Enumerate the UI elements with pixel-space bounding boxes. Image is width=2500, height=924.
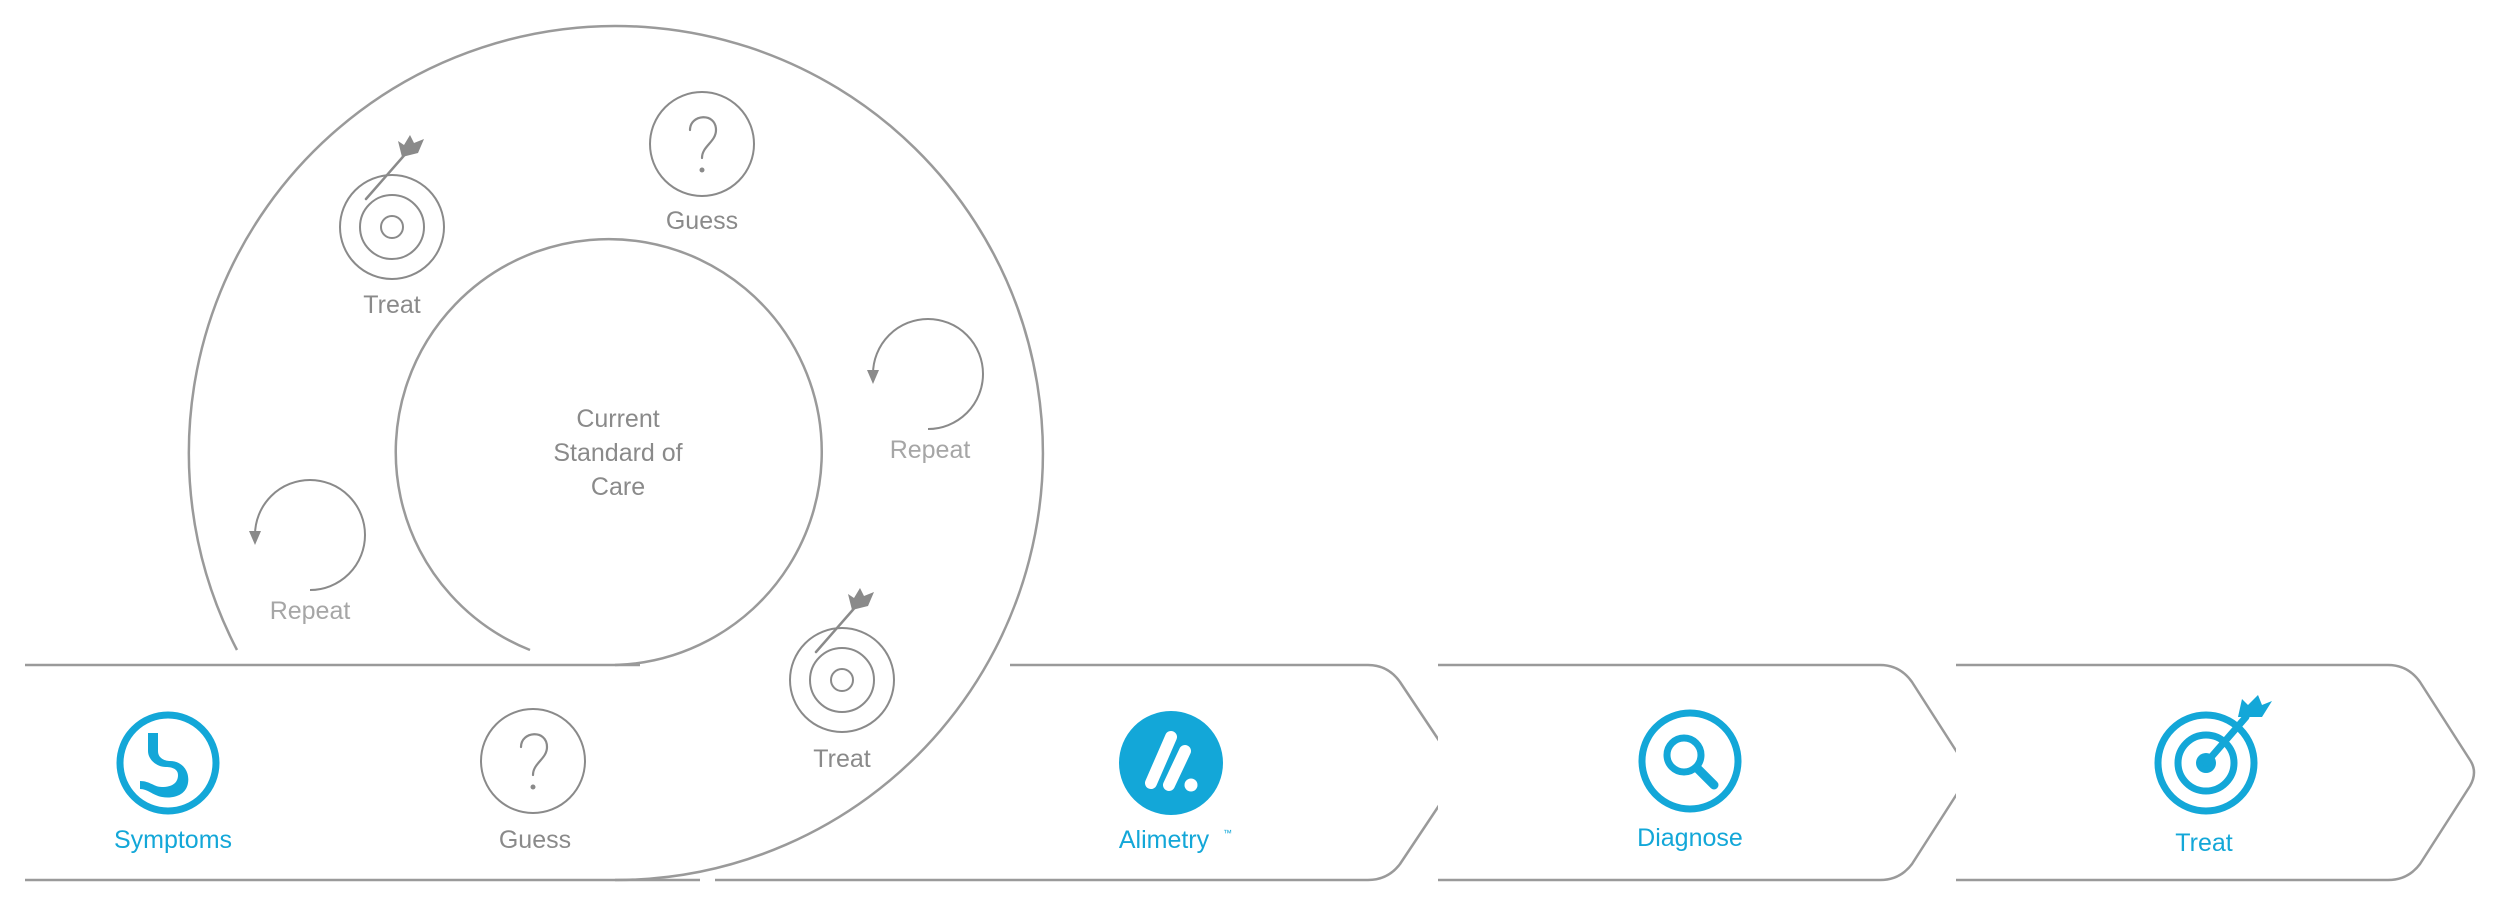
guess-top-label: Guess	[666, 207, 738, 235]
circular-arrow-icon	[866, 318, 984, 430]
flow-step-guess: Guess	[479, 707, 587, 854]
cycle-step-repeat-right: Repeat	[866, 318, 984, 464]
guess-label: Guess	[499, 826, 571, 854]
treat-top-label: Treat	[363, 291, 420, 319]
cycle-step-repeat-left: Repeat	[248, 479, 366, 625]
cycle-step-treat-bottom: Treat	[788, 586, 896, 773]
magnifier-icon	[1638, 709, 1742, 813]
treat-chevron	[1956, 663, 2476, 882]
treat-bottom-label: Treat	[813, 745, 870, 773]
treat-label: Treat	[2175, 829, 2232, 857]
alimetry-logo-icon	[1119, 711, 1223, 815]
flow-step-symptoms: Symptoms	[114, 711, 232, 854]
care-cycle	[187, 24, 1045, 882]
target-arrow-icon	[788, 586, 896, 734]
outer-cycle-arc	[187, 24, 1045, 882]
symptoms-label: Symptoms	[114, 826, 232, 854]
repeat-right-label: Repeat	[890, 436, 971, 464]
stomach-icon	[116, 711, 220, 815]
target-arrow-icon	[2154, 695, 2272, 815]
question-mark-icon	[479, 707, 587, 815]
center-label-line-2: Standard of	[553, 439, 682, 467]
center-label-line-1: Current	[576, 405, 659, 433]
flow-band	[25, 663, 2476, 882]
target-arrow-icon	[338, 133, 446, 281]
question-mark-icon	[648, 90, 756, 198]
alimetry-trademark: ™	[1223, 828, 1232, 838]
alimetry-label: Alimetry	[1119, 826, 1210, 854]
inner-cycle-arc	[394, 237, 823, 667]
center-label-line-3: Care	[591, 473, 645, 501]
circular-arrow-icon	[248, 479, 366, 591]
cycle-center-label: Current Standard of Care	[553, 405, 682, 501]
diagnose-label: Diagnose	[1637, 824, 1743, 852]
flow-step-alimetry: Alimetry ™	[1119, 711, 1232, 854]
flow-step-treat: Treat	[2154, 695, 2272, 857]
symptoms-guess-band	[25, 663, 700, 882]
repeat-left-label: Repeat	[270, 597, 351, 625]
cycle-step-guess-top: Guess	[648, 90, 756, 235]
flow-step-diagnose: Diagnose	[1637, 709, 1743, 852]
cycle-step-treat-top: Treat	[338, 133, 446, 319]
